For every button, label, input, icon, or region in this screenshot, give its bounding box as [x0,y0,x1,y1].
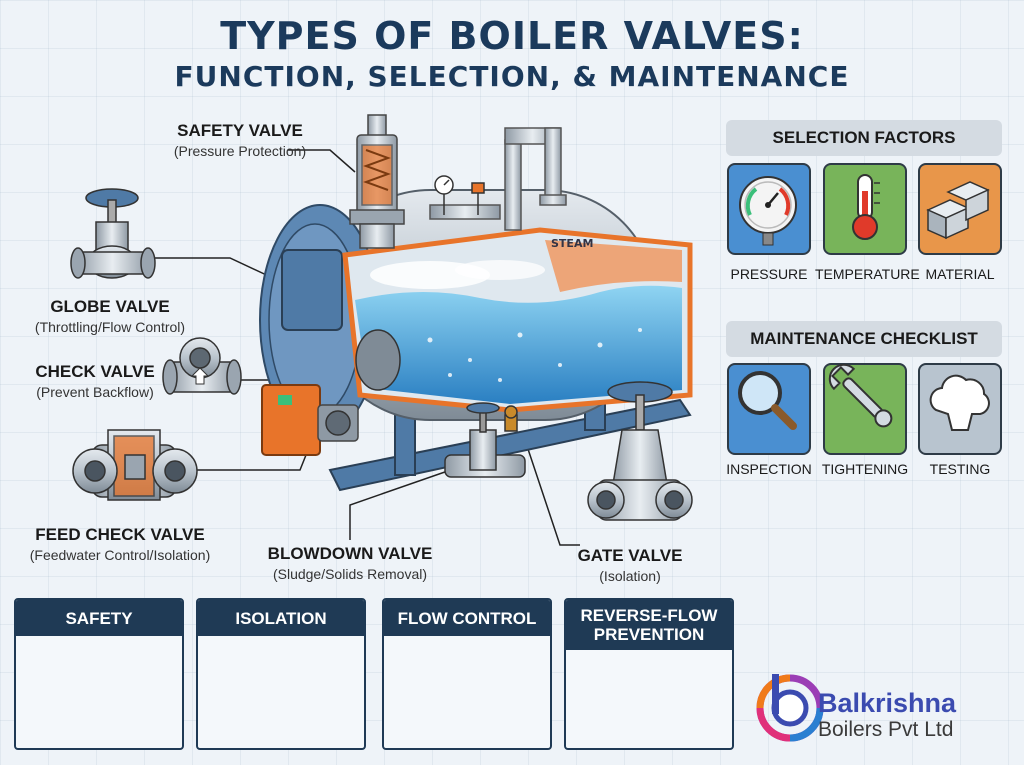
callout-desc: (Throttling/Flow Control) [34,319,186,335]
gate-valve [587,381,693,521]
callout-globe-valve: GLOBE VALVE (Throttling/Flow Control) [5,297,215,335]
callout-name: GATE VALVE [577,546,683,565]
tile-tightening [823,363,907,455]
function-card-isolation: ISOLATION [196,598,366,750]
label-pressure: PRESSURE [730,266,808,282]
label-material: MATERIAL [925,266,995,282]
function-card-heading: FLOW CONTROL [384,600,550,636]
tile-testing [918,363,1002,455]
pressure-gauge [434,175,485,215]
callout-name: FEED CHECK VALVE [35,525,205,544]
callout-desc: (Prevent Backflow) [36,384,154,400]
feed-check-valve-illustration [72,429,198,501]
maintenance-checklist-heading: MAINTENANCE CHECKLIST [726,321,1002,357]
function-card-heading: REVERSE-FLOW PREVENTION [566,600,732,650]
callout-name: CHECK VALVE [35,362,155,381]
callout-desc: (Feedwater Control/Isolation) [29,547,211,563]
callout-safety-valve: SAFETY VALVE (Pressure Protection) [135,121,345,159]
callout-name: BLOWDOWN VALVE [267,544,433,563]
safety-valve [349,114,405,249]
page-subtitle: FUNCTION, SELECTION, & MAINTENANCE [174,60,850,93]
page-title: TYPES OF BOILER VALVES: [220,14,804,58]
function-card-heading: SAFETY [16,600,182,636]
callout-feed-check-valve: FEED CHECK VALVE (Feedwater Control/Isol… [0,525,245,563]
check-valve-illustration [162,337,242,395]
company-tagline: Boilers Pvt Ltd [818,718,954,741]
callout-check-valve: CHECK VALVE (Prevent Backflow) [0,362,195,400]
callout-desc: (Pressure Protection) [173,143,307,159]
selection-factors-heading: SELECTION FACTORS [726,120,1002,156]
steam-label: STEAM [551,237,593,250]
boiler-shell: STEAM [259,189,693,436]
function-card-reverse-flow: REVERSE-FLOW PREVENTION [564,598,734,750]
tile-material [918,163,1002,255]
company-name: Balkrishna [818,688,957,718]
callout-desc: (Isolation) [599,568,661,584]
tile-temperature [823,163,907,255]
callout-desc: (Sludge/Solids Removal) [272,566,428,582]
function-card-flow-control: FLOW CONTROL [382,598,552,750]
blowdown-valve [444,402,526,478]
callout-gate-valve: GATE VALVE (Isolation) [555,546,705,584]
heading-line: REVERSE-FLOW [580,606,718,625]
callout-name: GLOBE VALVE [50,297,170,316]
tile-inspection [727,363,811,455]
function-card-heading: ISOLATION [198,600,364,636]
label-temperature: TEMPERATURE [815,266,920,282]
label-testing: TESTING [929,461,991,477]
label-tightening: TIGHTENING [821,461,909,477]
callout-name: SAFETY VALVE [177,121,303,140]
label-inspection: INSPECTION [726,461,812,477]
globe-valve-illustration [70,188,156,279]
tile-pressure [727,163,811,255]
burner [261,329,401,456]
function-card-safety: SAFETY [14,598,184,750]
callout-blowdown-valve: BLOWDOWN VALVE (Sludge/Solids Removal) [245,544,455,582]
steam-pipes [429,127,567,231]
heading-line: PREVENTION [593,625,705,644]
